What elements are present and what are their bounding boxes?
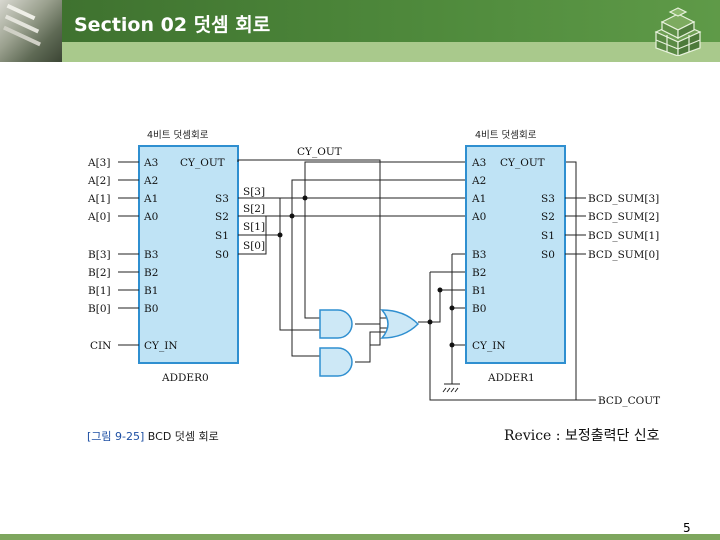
output-s0: S[0] [243, 240, 265, 252]
and-gate-1 [319, 309, 353, 339]
figure-title: BCD 덧셈 회로 [147, 430, 219, 443]
adder1-pin-a2: A2 [471, 175, 486, 187]
input-a2: A[2] [87, 175, 110, 187]
header-keyboard-photo [0, 0, 62, 62]
cy-out-wire-label: CY_OUT [297, 146, 342, 158]
adder0-pin-s0: S0 [215, 249, 229, 261]
input-a1: A[1] [87, 193, 110, 205]
or-gate [380, 309, 420, 339]
adder1-pin-a3: A3 [471, 157, 486, 169]
input-b2: B[2] [88, 267, 111, 279]
building-blocks-logo-icon [654, 7, 702, 56]
adder0-pin-a0: A0 [143, 211, 158, 223]
input-b0: B[0] [88, 303, 111, 315]
adder1-pin-b2: B2 [472, 267, 486, 279]
adder0-name: ADDER0 [161, 372, 209, 384]
figure-caption: [그림 9-25] BCD 덧셈 회로 [87, 428, 219, 444]
adder1-pin-b0: B0 [472, 303, 486, 315]
input-b3: B[3] [88, 249, 111, 261]
bcd-sum-0: BCD_SUM[0] [588, 249, 659, 261]
and-gate-2 [319, 347, 353, 377]
adder0-pin-b0: B0 [144, 303, 158, 315]
adder1-block: 4비트 덧셈회로 A3 A2 A1 A0 B3 B2 B1 B0 CY_IN C… [465, 129, 566, 384]
input-a0: A[0] [87, 211, 110, 223]
interconnect-wires [237, 145, 596, 401]
adder1-pin-b3: B3 [472, 249, 486, 261]
revice-note: Revice : 보정출력단 신호 [504, 428, 660, 444]
input-cin: CIN [90, 340, 111, 352]
adder1-pin-s1: S1 [541, 230, 555, 242]
input-a3: A[3] [87, 157, 110, 169]
adder0-pin-b2: B2 [144, 267, 158, 279]
page-number: 5 [683, 521, 691, 535]
adder1-pin-a1: A1 [471, 193, 486, 205]
adder0-top-label: 4비트 덧셈회로 [147, 129, 209, 141]
header-bar: Section 02 덧셈 회로 [0, 0, 720, 62]
adder0-pin-cyout: CY_OUT [180, 157, 225, 169]
bcd-sum-3: BCD_SUM[3] [588, 193, 659, 205]
adder0-pin-cyin: CY_IN [144, 340, 178, 352]
adder0-pin-s3: S3 [215, 193, 229, 205]
header-strip [62, 42, 720, 62]
output-s3: S[3] [243, 186, 265, 198]
adder1-pin-s2: S2 [541, 211, 555, 223]
adder0-pin-s2: S2 [215, 211, 229, 223]
adder1-pin-b1: B1 [472, 285, 486, 297]
footer-bar [0, 534, 720, 540]
adder0-pin-a3: A3 [143, 157, 158, 169]
adder0-pin-b3: B3 [144, 249, 158, 261]
output-s1: S[1] [243, 221, 265, 233]
adder1-pin-cyout: CY_OUT [500, 157, 545, 169]
adder1-pin-cyin: CY_IN [472, 340, 506, 352]
figure-number: [그림 9-25] [87, 430, 145, 443]
adder0-pin-b1: B1 [144, 285, 158, 297]
adder1-pin-s3: S3 [541, 193, 555, 205]
adder1-pin-a0: A0 [471, 211, 486, 223]
bcd-cout-label: BCD_COUT [598, 395, 660, 407]
ground-icon [442, 383, 460, 393]
output-s2: S[2] [243, 203, 265, 215]
adder0-pin-a2: A2 [143, 175, 158, 187]
input-b1: B[1] [88, 285, 111, 297]
bcd-sum-2: BCD_SUM[2] [588, 211, 659, 223]
bcd-sum-1: BCD_SUM[1] [588, 230, 659, 242]
adder0-pin-s1: S1 [215, 230, 229, 242]
slide-title: Section 02 덧셈 회로 [74, 14, 271, 36]
adder1-top-label: 4비트 덧셈회로 [475, 129, 537, 141]
adder1-name: ADDER1 [487, 372, 535, 384]
adder1-pin-s0: S0 [541, 249, 555, 261]
adder0-pin-a1: A1 [143, 193, 158, 205]
adder0-block: 4비트 덧셈회로 A3 A2 A1 A0 B3 B2 B1 B0 CY_IN C… [138, 129, 239, 384]
